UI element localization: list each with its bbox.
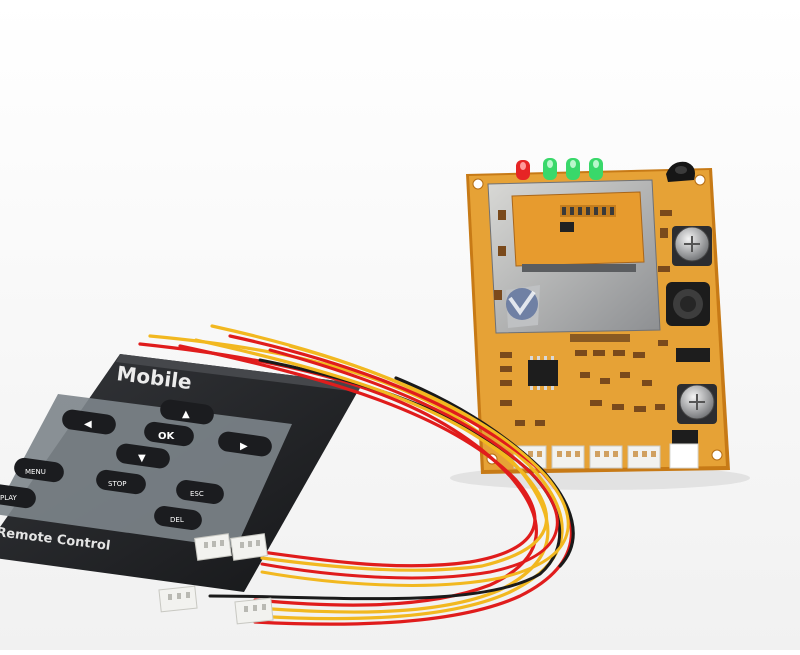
wire-harness <box>138 324 575 626</box>
remote-button-up[interactable]: ▲ <box>159 398 215 425</box>
status-leds <box>516 158 603 180</box>
inductor <box>666 282 710 326</box>
capacitor-bottom <box>677 384 717 424</box>
remote-button-left[interactable]: ◀ <box>61 408 117 435</box>
stop-label: STOP <box>108 480 126 488</box>
del-label: DEL <box>170 516 184 524</box>
board-connectors <box>513 443 699 469</box>
remote-button-stop[interactable]: STOP <box>95 469 147 496</box>
remote-button-menu[interactable]: MENU <box>13 457 65 484</box>
ok-label: OK <box>158 431 176 442</box>
wire-connector-plug <box>158 533 274 625</box>
capacitor-top <box>672 226 712 266</box>
arrow-up-icon: ▲ <box>182 409 190 420</box>
smd-components <box>494 210 672 426</box>
ir-receiver <box>666 161 695 182</box>
arrow-down-icon: ▼ <box>138 453 146 464</box>
play-label: PLAY <box>0 494 18 502</box>
remote-button-esc[interactable]: ESC <box>175 479 225 505</box>
remote-button-ok[interactable]: OK <box>143 421 195 448</box>
esc-label: ESC <box>190 490 204 498</box>
remote-button-play[interactable]: PLAY <box>0 483 37 510</box>
ir-remote-control: Mobile ▲ ◀ OK ▶ ▼ MENU STOP <box>0 354 362 592</box>
remote-button-del[interactable]: DEL <box>153 505 203 531</box>
ic-chips <box>528 222 710 444</box>
menu-label: MENU <box>25 468 46 476</box>
arrow-left-icon: ◀ <box>84 419 92 430</box>
pcb-board <box>466 158 730 474</box>
sd-card-slot <box>487 179 661 334</box>
remote-button-right[interactable]: ▶ <box>217 430 273 457</box>
arrow-right-icon: ▶ <box>240 441 248 452</box>
remote-button-down[interactable]: ▼ <box>115 442 171 469</box>
